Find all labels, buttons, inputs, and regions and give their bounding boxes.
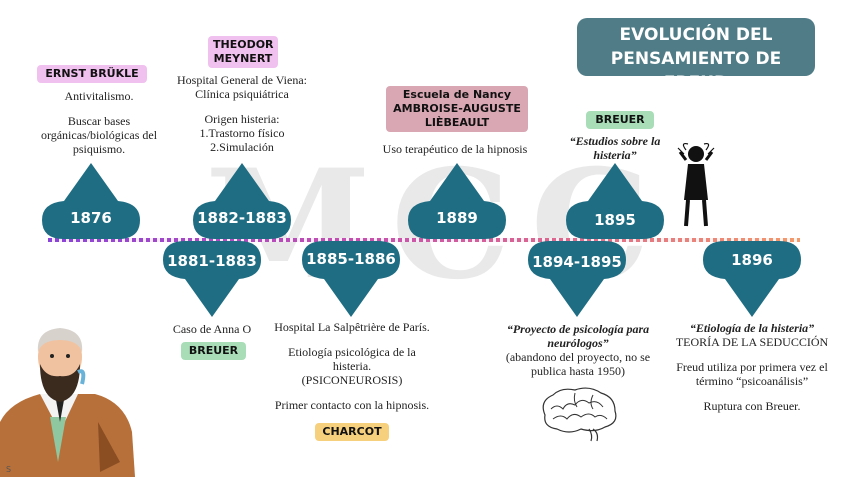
seduccion-line-1: “Etiología de la histeria” bbox=[666, 321, 838, 335]
meynert-line-2: Clínica psiquiátrica bbox=[172, 87, 312, 101]
marker-1885-year: 1885-1886 bbox=[302, 250, 400, 268]
marker-up-shape bbox=[42, 163, 140, 239]
proyecto-text: “Proyecto de psicología para neurólogos”… bbox=[498, 322, 658, 378]
bruckle-line-2: Buscar bases bbox=[34, 114, 164, 128]
bruckle-line-1: Antivitalismo. bbox=[34, 89, 164, 103]
proyecto-line-3: (abandono del proyecto, no se bbox=[498, 350, 658, 364]
seduccion-line-5: Ruptura con Breuer. bbox=[666, 399, 838, 413]
proyecto-line-1: “Proyecto de psicología para bbox=[498, 322, 658, 336]
nancy-label-3: LIÈBEAULT bbox=[391, 116, 523, 130]
charcot-line-5: Primer contacto con la hipnosis. bbox=[268, 398, 436, 412]
meynert-line-5: 2.Simulación bbox=[172, 140, 312, 154]
page-title: EVOLUCIÓN DEL PENSAMIENTO DE FREUD bbox=[577, 18, 815, 76]
charcot-line-3: histeria. bbox=[268, 359, 436, 373]
brain-icon bbox=[537, 385, 619, 443]
charcot-line-2: Etiología psicológica de la bbox=[268, 345, 436, 359]
spacer bbox=[268, 387, 436, 398]
breuer-1895-text: “Estudios sobre la histeria” bbox=[556, 134, 674, 162]
marker-up-shape bbox=[193, 163, 291, 239]
bruckle-text: Antivitalismo. Buscar bases orgánicas/bi… bbox=[34, 89, 164, 156]
nancy-label: Escuela de Nancy AMBROISE-AUGUSTE LIÈBEA… bbox=[386, 86, 528, 132]
breuer-1895-line-2: histeria” bbox=[556, 148, 674, 162]
hysteria-woman-icon bbox=[672, 140, 720, 230]
seduccion-line-4: término “psicoanálisis” bbox=[666, 374, 838, 388]
charcot-line-4: (PSICONEUROSIS) bbox=[268, 373, 436, 387]
breuer-1895-line-1: “Estudios sobre la bbox=[556, 134, 674, 148]
meynert-label: THEODOR MEYNERT bbox=[208, 36, 278, 68]
marker-1881-1883: 1881-1883 bbox=[163, 241, 261, 317]
marker-up-shape bbox=[408, 163, 506, 239]
seduccion-line-2: TEORÍA DE LA SEDUCCIÓN bbox=[666, 335, 838, 349]
nancy-label-1: Escuela de Nancy bbox=[391, 88, 523, 102]
proyecto-line-4: publica hasta 1950) bbox=[498, 364, 658, 378]
spacer bbox=[34, 103, 164, 114]
marker-1896-year: 1896 bbox=[703, 251, 801, 269]
marker-1885-1886: 1885-1886 bbox=[302, 241, 400, 317]
spacer bbox=[666, 388, 838, 399]
marker-1889: 1889 bbox=[408, 163, 506, 239]
meynert-line-3: Origen histeria: bbox=[172, 112, 312, 126]
marker-1882-1883: 1882-1883 bbox=[193, 163, 291, 239]
seduccion-text: “Etiología de la histeria” TEORÍA DE LA … bbox=[666, 321, 838, 413]
bruckle-line-3: orgánicas/biológicas del bbox=[34, 128, 164, 142]
meynert-label-2: MEYNERT bbox=[213, 52, 273, 66]
marker-1894-1895: 1894-1895 bbox=[528, 241, 626, 317]
meynert-line-1: Hospital General de Viena: bbox=[172, 73, 312, 87]
bruckle-label: ERNST BRÜKLE bbox=[37, 65, 147, 83]
marker-1881-year: 1881-1883 bbox=[163, 252, 261, 270]
anna-breuer-label: BREUER bbox=[181, 342, 246, 360]
title-line-2: PENSAMIENTO DE FREUD bbox=[577, 47, 815, 95]
spacer bbox=[268, 334, 436, 345]
marker-1894-year: 1894-1895 bbox=[528, 253, 626, 271]
meynert-label-1: THEODOR bbox=[213, 38, 273, 52]
spacer bbox=[172, 101, 312, 112]
bruckle-line-4: psiquismo. bbox=[34, 142, 164, 156]
marker-1895: 1895 bbox=[566, 163, 664, 239]
marker-1895-year: 1895 bbox=[566, 211, 664, 229]
proyecto-line-2: neurólogos” bbox=[498, 336, 658, 350]
marker-1882-year: 1882-1883 bbox=[193, 209, 291, 227]
freud-portrait-icon: S bbox=[0, 322, 135, 477]
nancy-label-2: AMBROISE-AUGUSTE bbox=[391, 102, 523, 116]
marker-1889-year: 1889 bbox=[408, 209, 506, 227]
charcot-label: CHARCOT bbox=[315, 423, 389, 441]
marker-1876-year: 1876 bbox=[42, 209, 140, 227]
breuer-1895-label: BREUER bbox=[586, 111, 654, 129]
spacer bbox=[666, 349, 838, 360]
svg-text:S: S bbox=[6, 465, 11, 474]
meynert-text: Hospital General de Viena: Clínica psiqu… bbox=[172, 73, 312, 154]
marker-1896: 1896 bbox=[703, 241, 801, 317]
title-line-1: EVOLUCIÓN DEL bbox=[577, 23, 815, 47]
charcot-text: Hospital La Salpêtrière de París. Etiolo… bbox=[268, 320, 436, 412]
marker-1876: 1876 bbox=[42, 163, 140, 239]
charcot-line-1: Hospital La Salpêtrière de París. bbox=[268, 320, 436, 334]
nancy-text: Uso terapéutico de la hipnosis bbox=[370, 142, 540, 156]
seduccion-line-3: Freud utiliza por primera vez el bbox=[666, 360, 838, 374]
anna-text: Caso de Anna O bbox=[162, 322, 262, 336]
meynert-line-4: 1.Trastorno físico bbox=[172, 126, 312, 140]
